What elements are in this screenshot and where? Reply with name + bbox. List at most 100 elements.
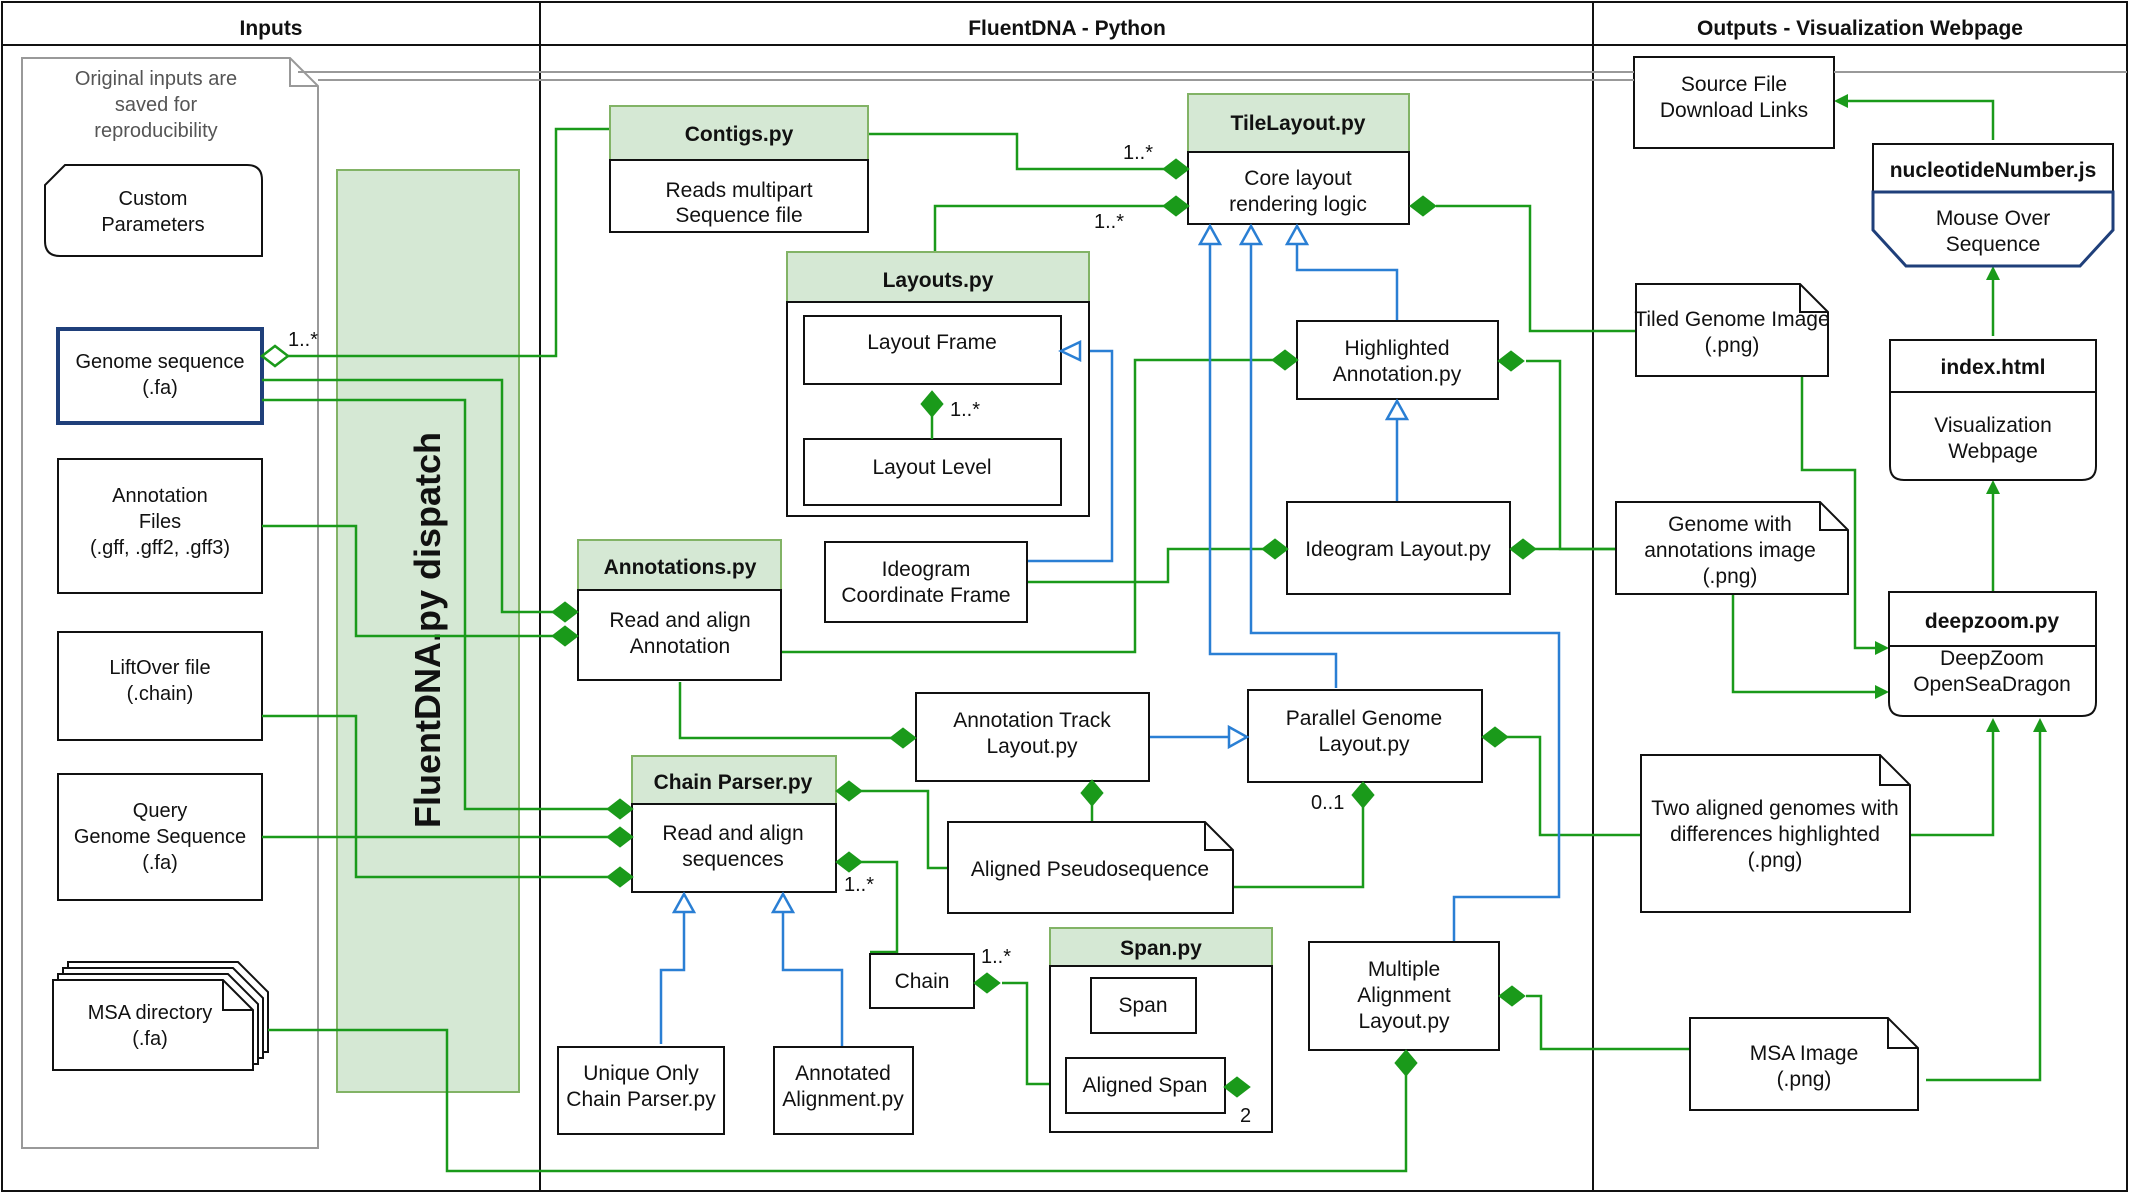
ideogram-layout [1286, 501, 1511, 595]
nucleotide-number-body [1871, 190, 2115, 268]
chain-parser-body [631, 803, 837, 893]
query-genome-line-3: (.fa) [142, 852, 178, 874]
green-arrowheads [1834, 94, 2047, 732]
annotation-files-input [57, 458, 263, 594]
inheritance-triangles [671, 223, 1410, 914]
nucleotide-number-header [1872, 143, 2114, 193]
dispatch-label: FluentDNA.py dispatch [407, 432, 448, 828]
tilelayout-body [1187, 151, 1410, 225]
genome-annotations-line-2: annotations image [1644, 539, 1816, 562]
chain-parser-line-2: sequences [682, 848, 784, 871]
msa-image-line-1: MSA Image [1750, 1042, 1859, 1065]
multiplicity-parallel-pseudo: 0..1 [1311, 792, 1344, 814]
inputs-note-line-2: saved for [115, 94, 198, 116]
genome-annotations-image [1615, 501, 1849, 595]
multiplicity-contigs-tile: 1..* [1123, 142, 1153, 164]
contigs-header [609, 105, 869, 161]
index-html-title: index.html [1940, 356, 2045, 379]
contigs-body-line-2: Sequence file [675, 204, 802, 227]
multiple-alignment-line-2: Alignment [1357, 984, 1451, 1007]
annotated-alignment-line-2: Alignment.py [782, 1088, 904, 1111]
tilelayout-header [1187, 93, 1410, 153]
two-aligned-line-1: Two aligned genomes with [1651, 797, 1898, 820]
aligned-span-class [1065, 1057, 1226, 1114]
chain-class [869, 953, 975, 1009]
annotation-files-line-3: (.gff, .gff2, .gff3) [90, 537, 230, 559]
liftover-line-2: (.chain) [127, 683, 194, 705]
blue-connectors [659, 238, 1561, 1047]
two-aligned-line-3: (.png) [1748, 849, 1803, 872]
deepzoom-line-1: DeepZoom [1940, 647, 2044, 670]
parallel-genome-line-1: Parallel Genome [1286, 707, 1442, 730]
contigs-body [609, 159, 869, 233]
unique-only-line-2: Chain Parser.py [566, 1088, 716, 1111]
parallel-genome-layout [1247, 689, 1483, 783]
genome-sequence-input[interactable] [56, 327, 264, 425]
contigs-title: Contigs.py [685, 123, 794, 146]
parallel-genome-line-2: Layout.py [1318, 733, 1410, 756]
index-html-line-2: Webpage [1948, 440, 2038, 463]
composition-diamonds [259, 158, 1537, 1098]
nucleotide-number-line-1: Mouse Over [1936, 207, 2050, 230]
custom-parameters-line-1: Custom [119, 188, 188, 210]
lane-title-python: FluentDNA - Python [968, 17, 1166, 40]
multiplicity-span-count: 2 [1240, 1105, 1251, 1127]
source-file-line-1: Source File [1681, 73, 1787, 96]
custom-parameters [44, 164, 263, 257]
annotation-track-layout [915, 692, 1150, 782]
liftover-file-input [57, 631, 263, 741]
annotations-body [577, 589, 782, 681]
tiled-genome-line-2: (.png) [1705, 334, 1760, 357]
unique-only-line-1: Unique Only [583, 1062, 699, 1085]
deepzoom-line-2: OpenSeaDragon [1913, 673, 2071, 696]
annotations-body-line-1: Read and align [609, 609, 750, 632]
layouts-header [786, 251, 1090, 303]
query-genome-input [57, 773, 263, 901]
chain-parser-title: Chain Parser.py [654, 771, 813, 794]
layouts-title: Layouts.py [883, 269, 994, 292]
multiple-alignment-line-3: Layout.py [1358, 1010, 1450, 1033]
query-genome-line-2: Genome Sequence [74, 826, 246, 848]
ideogram-coordinate-line-2: Coordinate Frame [841, 584, 1010, 607]
annotated-alignment [773, 1046, 914, 1135]
annotation-files-line-1: Annotation [112, 485, 208, 507]
multiplicity-chain-parser: 1..* [844, 874, 874, 896]
tilelayout-body-line-1: Core layout [1244, 167, 1352, 190]
tilelayout-body-line-2: rendering logic [1229, 193, 1367, 216]
multiple-alignment-layout [1308, 941, 1500, 1051]
msa-directory-line-2: (.fa) [132, 1028, 168, 1050]
unique-only-chain-parser [557, 1046, 725, 1135]
annotations-title: Annotations.py [604, 556, 757, 579]
msa-image-output [1689, 1017, 1919, 1111]
lane-title-outputs: Outputs - Visualization Webpage [1697, 17, 2023, 40]
two-aligned-genomes-image [1640, 754, 1911, 913]
query-genome-line-1: Query [133, 800, 187, 822]
layout-frame-label: Layout Frame [867, 331, 997, 354]
msa-image-line-2: (.png) [1777, 1068, 1832, 1091]
genome-annotations-line-3: (.png) [1703, 565, 1758, 588]
contigs-body-line-1: Reads multipart [665, 179, 812, 202]
genome-annotations-line-1: Genome with [1668, 513, 1792, 536]
highlighted-line-1: Highlighted [1344, 337, 1449, 360]
inputs-note-line-1: Original inputs are [75, 68, 237, 90]
ideogram-coordinate-frame [824, 541, 1028, 623]
genome-sequence-line-1: Genome sequence [75, 351, 244, 373]
multiplicity-layouts-tile: 1..* [1094, 211, 1124, 233]
highlighted-annotation [1296, 320, 1499, 400]
annotation-track-line-2: Layout.py [986, 735, 1078, 758]
two-aligned-line-2: differences highlighted [1670, 823, 1880, 846]
multiplicity-frame-level: 1..* [950, 399, 980, 421]
annotation-files-line-2: Files [139, 511, 181, 533]
source-file-download-links [1633, 56, 1835, 149]
genome-sequence-line-2: (.fa) [142, 377, 178, 399]
span-class [1090, 977, 1197, 1034]
msa-directory-line-1: MSA directory [88, 1002, 212, 1024]
span-title: Span.py [1120, 937, 1202, 960]
annotations-header [577, 539, 782, 591]
chain-label: Chain [895, 970, 950, 993]
layout-level-label: Layout Level [872, 456, 991, 479]
deepzoom-body [1888, 645, 2097, 717]
tiled-genome-line-1: Tiled Genome Image [1634, 308, 1829, 331]
